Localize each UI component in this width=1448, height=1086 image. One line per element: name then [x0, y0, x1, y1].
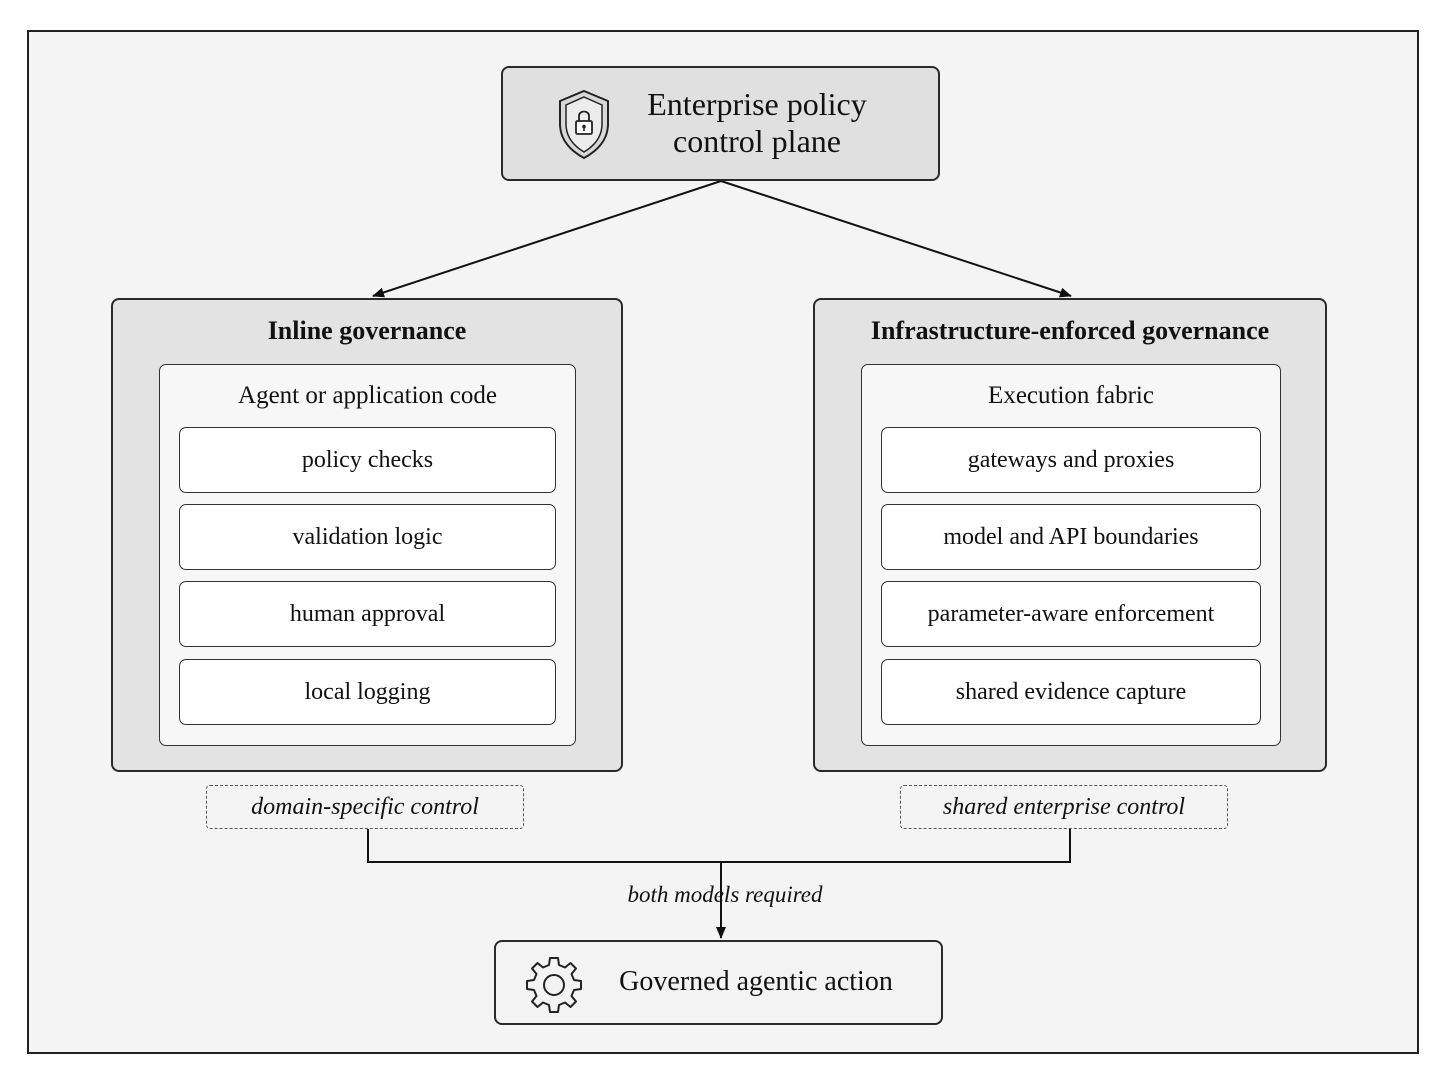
policy-control-plane-title-line2: control plane — [673, 123, 841, 159]
policy-control-plane-box: Enterprise policy control plane — [501, 66, 940, 181]
domain-specific-control-tag: domain-specific control — [206, 785, 524, 829]
merge-label: both models required — [627, 882, 823, 907]
policy-control-plane-title: Enterprise policy control plane — [627, 86, 887, 160]
execution-fabric-container: Execution fabric gateways and proxies mo… — [861, 364, 1281, 746]
inline-governance-panel: Inline governance Agent or application c… — [111, 298, 623, 772]
infra-item-model-api-boundaries: model and API boundaries — [881, 504, 1261, 570]
shared-enterprise-control-tag: shared enterprise control — [900, 785, 1228, 829]
execution-fabric-title: Execution fabric — [988, 382, 1154, 409]
gear-icon — [526, 957, 582, 1013]
infra-item-evidence-capture: shared evidence capture — [881, 659, 1261, 725]
inline-governance-title: Inline governance — [267, 316, 467, 345]
governed-action-title: Governed agentic action — [619, 966, 893, 997]
infrastructure-governance-title: Infrastructure-enforced governance — [870, 316, 1270, 345]
inline-item-local-logging: local logging — [179, 659, 556, 725]
inline-item-policy-checks: policy checks — [179, 427, 556, 493]
agent-code-title: Agent or application code — [238, 382, 497, 409]
shield-lock-icon — [559, 89, 609, 160]
policy-control-plane-title-line1: Enterprise policy — [647, 86, 867, 122]
inline-item-human-approval: human approval — [179, 581, 556, 647]
infrastructure-governance-panel: Infrastructure-enforced governance Execu… — [813, 298, 1327, 772]
infra-item-parameter-enforcement: parameter-aware enforcement — [881, 581, 1261, 647]
governed-action-box: Governed agentic action — [494, 940, 943, 1025]
infra-item-gateways: gateways and proxies — [881, 427, 1261, 493]
inline-item-validation-logic: validation logic — [179, 504, 556, 570]
agent-code-container: Agent or application code policy checks … — [159, 364, 576, 746]
